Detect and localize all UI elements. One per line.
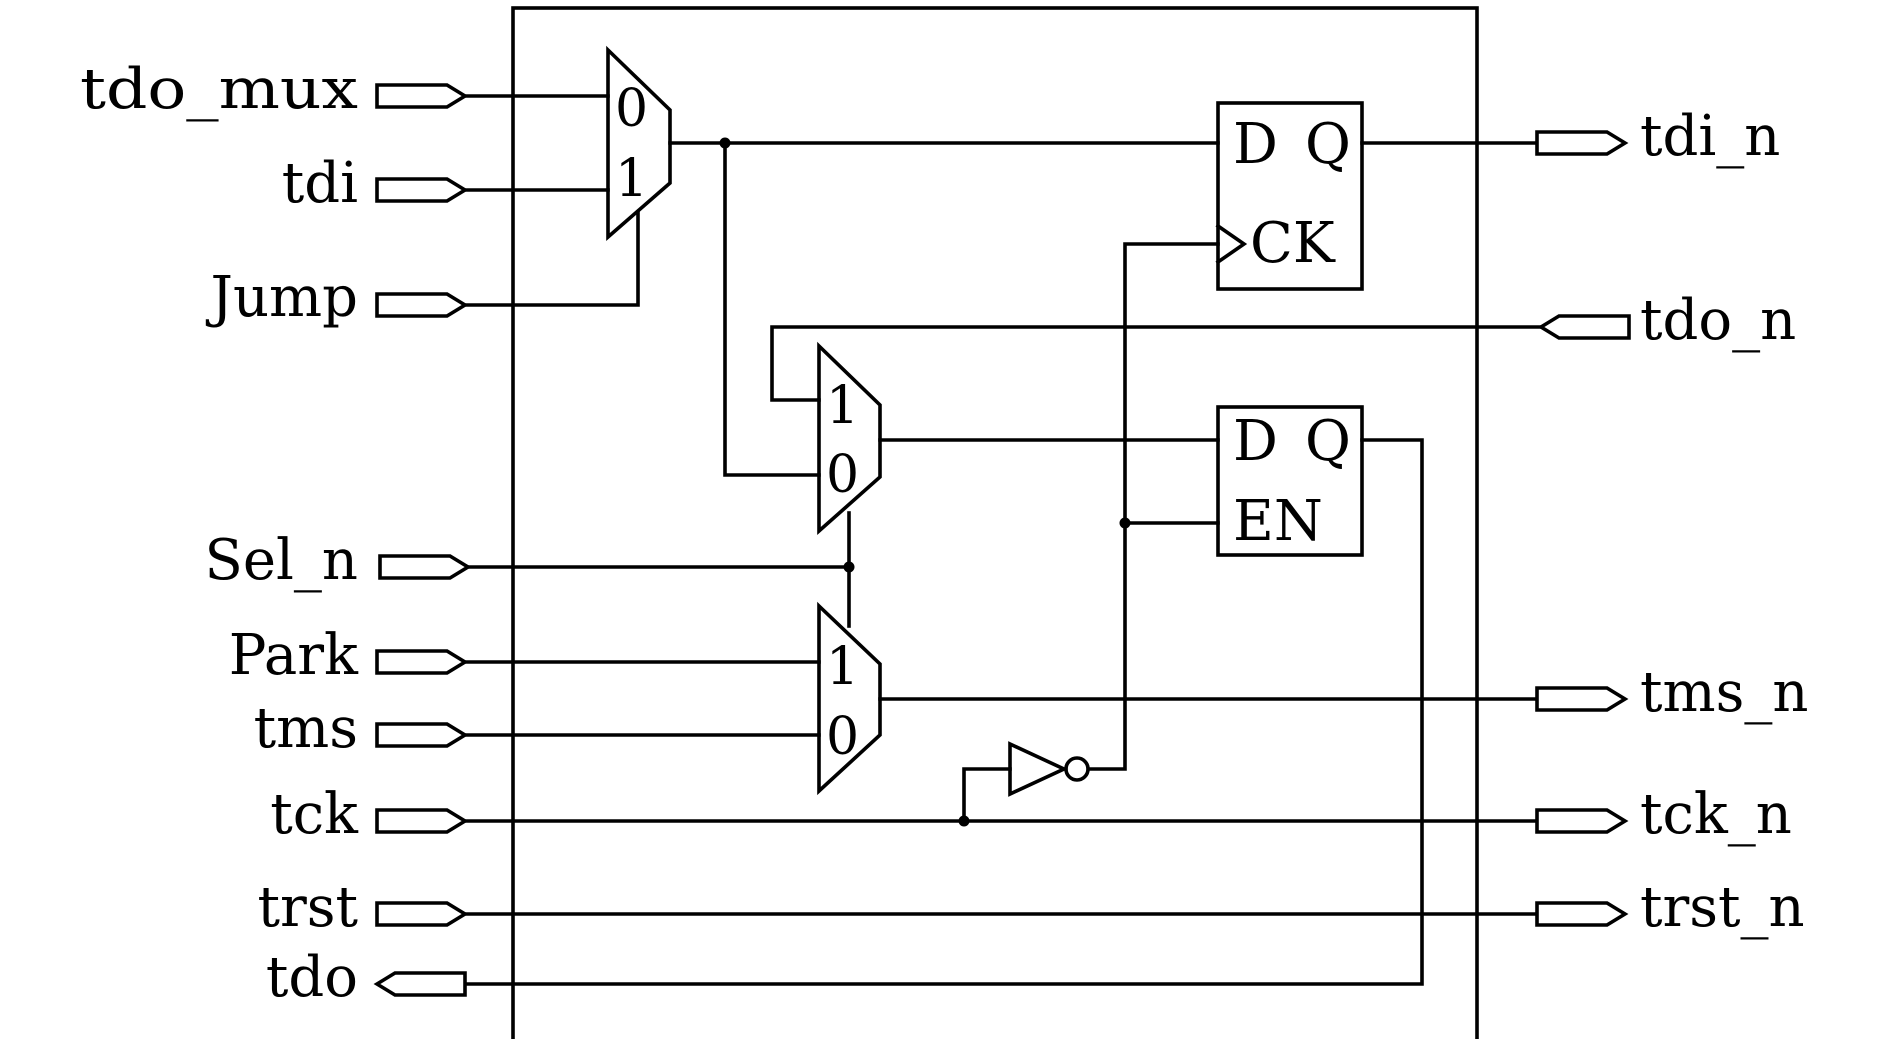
mux-mid: 1 0 bbox=[817, 341, 882, 535]
label-tdo: tdo bbox=[266, 945, 358, 1010]
label-tdi: tdi bbox=[282, 151, 358, 216]
output-labels: tdi_n tdo_n tms_n tck_n trst_n bbox=[1640, 104, 1808, 940]
label-tck-n: tck_n bbox=[1640, 782, 1792, 847]
ff-top-q-label: Q bbox=[1305, 112, 1351, 177]
port-park bbox=[375, 649, 469, 675]
mux-top-in0-label: 0 bbox=[615, 79, 648, 139]
ff-bot-d-label: D bbox=[1233, 409, 1278, 474]
port-tdi bbox=[375, 177, 469, 203]
wire-tck-branch bbox=[962, 767, 1012, 823]
port-tms-n bbox=[1535, 686, 1629, 712]
junction-dot bbox=[719, 137, 731, 149]
mux-bot-in1-label: 1 bbox=[826, 637, 859, 697]
wire-jump bbox=[463, 211, 640, 307]
flip-flop-top: D Q CK bbox=[1215, 101, 1364, 291]
wire-inverter-out bbox=[1087, 242, 1220, 771]
output-ports bbox=[1535, 130, 1631, 927]
label-park: Park bbox=[229, 623, 359, 688]
wire-mux-top-branch bbox=[723, 141, 821, 477]
port-tck-n bbox=[1535, 808, 1629, 834]
port-tdo bbox=[373, 971, 467, 997]
wire-tdo-n bbox=[770, 325, 1543, 402]
port-tdo-n bbox=[1537, 314, 1631, 340]
flip-flop-bot: D Q EN bbox=[1216, 405, 1364, 557]
ff-bot-en-label: EN bbox=[1233, 489, 1323, 554]
label-tdo-n: tdo_n bbox=[1640, 288, 1796, 353]
mux-mid-in0-label: 0 bbox=[826, 445, 859, 505]
label-tms-n: tms_n bbox=[1640, 660, 1808, 725]
label-sel-n: Sel_n bbox=[205, 528, 358, 593]
port-tdo-mux bbox=[375, 83, 469, 109]
mux-bot: 1 0 bbox=[817, 601, 882, 796]
junction-dot bbox=[1119, 517, 1131, 529]
mux-top-in1-label: 1 bbox=[615, 149, 648, 209]
port-trst bbox=[375, 901, 469, 927]
module-boundary bbox=[511, 6, 1479, 1039]
mux-bot-in0-label: 0 bbox=[826, 707, 859, 767]
port-trst-n bbox=[1535, 901, 1629, 927]
junction-dot bbox=[843, 561, 855, 573]
port-tdi-n bbox=[1535, 130, 1629, 156]
ff-top-d-label: D bbox=[1233, 112, 1278, 177]
label-jump: Jump bbox=[206, 265, 358, 330]
ff-top-ck-label: CK bbox=[1250, 211, 1336, 276]
input-ports bbox=[373, 83, 472, 997]
inverter-icon bbox=[1008, 741, 1090, 797]
wire-ff-bot-q bbox=[463, 438, 1424, 986]
label-trst-n: trst_n bbox=[1640, 875, 1805, 940]
wires bbox=[463, 94, 1543, 986]
mux-mid-in1-label: 1 bbox=[826, 376, 859, 436]
port-tms bbox=[375, 722, 469, 748]
label-trst: trst bbox=[257, 875, 358, 940]
mux-top: 0 1 bbox=[606, 45, 672, 241]
input-labels: tdo_mux tdi Jump Sel_n Park tms tck trst… bbox=[80, 57, 359, 1010]
label-tdo-mux: tdo_mux bbox=[80, 57, 358, 122]
ff-bot-q-label: Q bbox=[1305, 409, 1351, 474]
junction-dot bbox=[958, 815, 970, 827]
clock-triangle-icon bbox=[1215, 223, 1248, 265]
label-tms: tms bbox=[254, 696, 358, 761]
port-jump bbox=[375, 292, 469, 318]
port-tck bbox=[375, 808, 469, 834]
port-sel-n bbox=[378, 554, 472, 580]
label-tck: tck bbox=[270, 782, 359, 847]
label-tdi-n: tdi_n bbox=[1640, 104, 1780, 169]
